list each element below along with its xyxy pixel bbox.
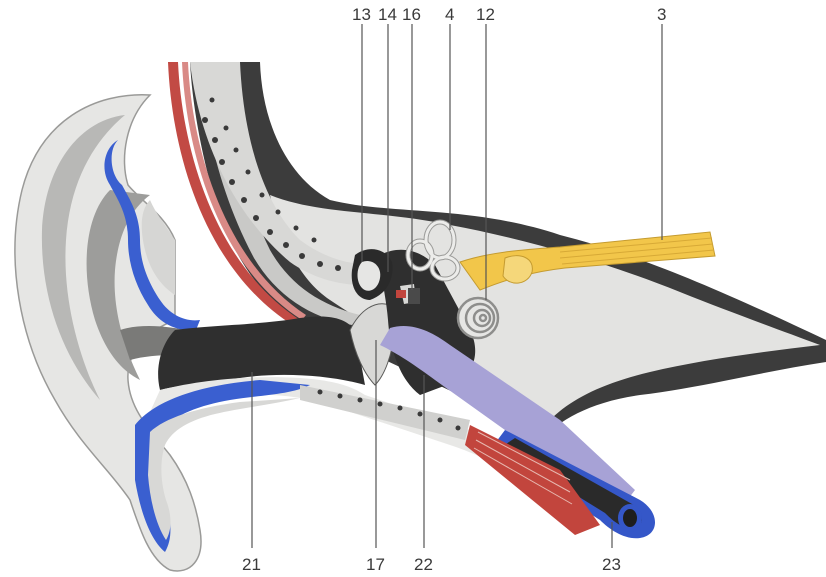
auditory-tube-opening-inner — [623, 509, 637, 527]
label-3: 3 — [657, 5, 666, 24]
label-17: 17 — [366, 555, 385, 574]
label-21: 21 — [242, 555, 261, 574]
label-4: 4 — [445, 5, 454, 24]
label-23: 23 — [602, 555, 621, 574]
label-13: 13 — [352, 5, 371, 24]
label-14: 14 — [378, 5, 397, 24]
label-22: 22 — [414, 555, 433, 574]
label-12: 12 — [476, 5, 495, 24]
ossicle-stapes — [408, 288, 420, 304]
cochlea — [458, 298, 498, 338]
label-16: 16 — [402, 5, 421, 24]
red-ligament — [396, 290, 406, 298]
bony-floor-band — [300, 385, 470, 440]
nerve-ganglion — [503, 256, 532, 283]
